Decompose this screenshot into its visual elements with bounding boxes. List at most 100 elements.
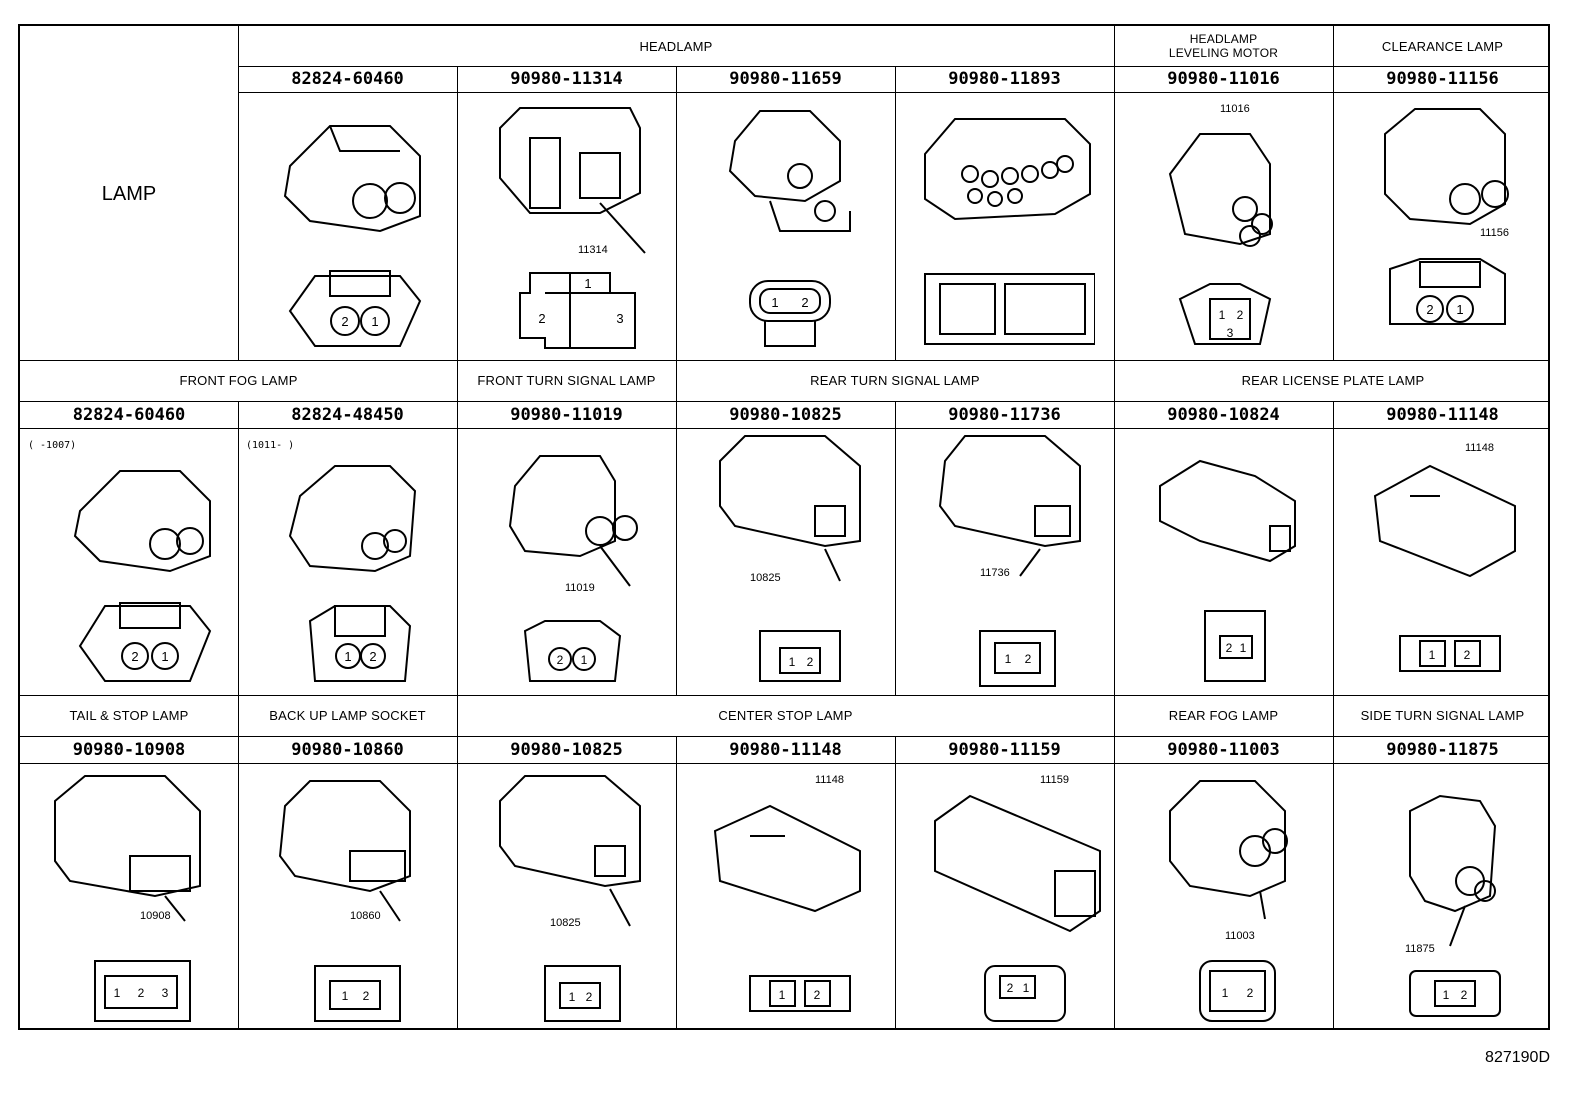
- pin-label: 2: [363, 989, 370, 1003]
- grid-line: [238, 695, 239, 1028]
- header-headlamp: HEADLAMP: [639, 38, 713, 54]
- part-number: 90980-11003: [1167, 739, 1280, 760]
- part-number: 90980-10860: [291, 739, 404, 760]
- pin-label: 2: [1025, 652, 1032, 666]
- connector-drawing: 11003 1 2: [1169, 780, 1288, 1022]
- connector-drawing: [924, 118, 1095, 345]
- connector-drawing: 11016 1 2 3: [1168, 103, 1273, 345]
- callout-label: 11156: [1480, 227, 1509, 239]
- grid-line: [238, 401, 239, 695]
- connector-drawing: 1 2: [728, 110, 851, 347]
- grid-line: [1114, 26, 1115, 360]
- connector-drawing: 11736 1 2: [938, 435, 1081, 687]
- grid-line: [895, 736, 896, 1028]
- callout-label: 11016: [1220, 103, 1250, 115]
- part-number: 90980-11156: [1386, 69, 1499, 89]
- header-back-up-lamp-socket: BACK UP LAMP SOCKET: [269, 708, 426, 723]
- pin-label: 1: [1240, 641, 1247, 655]
- connector-drawing: 11314 1 2 3: [499, 107, 646, 349]
- pin-label: 3: [1227, 326, 1234, 340]
- pin-label: 1: [114, 986, 121, 1000]
- pin-label: 2: [586, 990, 593, 1004]
- part-number: 90980-11148: [1386, 404, 1499, 425]
- pin-label: 2: [138, 986, 145, 1000]
- pin-label: 1: [344, 649, 351, 664]
- grid-line: [1333, 401, 1334, 695]
- header-rear-turn-signal-lamp: REAR TURN SIGNAL LAMP: [810, 373, 980, 388]
- pin-label: 1: [1456, 302, 1463, 317]
- callout-label: 11875: [1405, 943, 1435, 955]
- connector-drawing: 1 2: [288, 465, 417, 682]
- part-number: 90980-10908: [72, 739, 186, 760]
- grid-line: [457, 695, 458, 1028]
- connector-drawing: 2 1: [1159, 459, 1296, 682]
- part-number: 90980-11159: [948, 739, 1061, 760]
- date-note: (1011- ): [246, 440, 295, 451]
- connector-drawing: 11019 2 1: [508, 455, 638, 682]
- pin-label: 1: [569, 990, 576, 1004]
- grid-line: [20, 401, 1548, 402]
- pin-label: 1: [371, 314, 378, 329]
- pin-label: 1: [1219, 308, 1226, 322]
- grid-line: [676, 736, 677, 1028]
- header-headlamp-leveling-motor: HEADLAMP LEVELING MOTOR: [1168, 32, 1279, 60]
- callout-label: 10860: [350, 910, 381, 922]
- grid-line: [20, 763, 1548, 764]
- pin-label: 2: [341, 314, 348, 329]
- header-front-fog-lamp: FRONT FOG LAMP: [179, 373, 298, 388]
- callout-label: 10908: [140, 910, 171, 922]
- header-side-turn-signal-lamp: SIDE TURN SIGNAL LAMP: [1360, 708, 1525, 723]
- grid-line: [20, 360, 1548, 361]
- grid-line: [1114, 360, 1115, 695]
- connector-drawing: 2 1: [73, 470, 212, 682]
- pin-label: 2: [538, 311, 545, 326]
- part-number: 90980-11148: [729, 739, 842, 760]
- callout-label: 10825: [550, 917, 581, 929]
- grid-line: [1333, 26, 1334, 360]
- grid-line: [20, 736, 1548, 737]
- part-number: 90980-11736: [948, 404, 1061, 425]
- pin-label: 1: [161, 649, 168, 664]
- pin-label: 1: [789, 655, 796, 669]
- part-number: 82824-48450: [291, 404, 404, 425]
- connector-drawing: 10825 1 2: [719, 435, 861, 682]
- part-number: 90980-11659: [729, 69, 842, 89]
- callout-label: 11003: [1225, 930, 1255, 942]
- grid-line: [457, 360, 458, 695]
- header-front-turn-signal-lamp: FRONT TURN SIGNAL LAMP: [477, 373, 656, 388]
- grid-line: [1114, 695, 1115, 1028]
- grid-line: [676, 360, 677, 695]
- connector-drawing: 11156 2 1: [1384, 108, 1509, 325]
- grid-line: [238, 66, 1548, 67]
- pin-label: 2: [801, 295, 808, 310]
- connector-drawing: 10860 1 2: [278, 780, 411, 1022]
- pin-label: 1: [771, 295, 778, 310]
- grid-line: [457, 66, 458, 360]
- connector-diagram: LAMP HEADLAMP HEADLAMP LEVELING MOTOR CL…: [18, 24, 1550, 1030]
- header-center-stop-lamp: CENTER STOP LAMP: [718, 708, 853, 723]
- pin-label: 1: [1443, 988, 1450, 1002]
- pin-label: 2: [369, 649, 376, 664]
- callout-label: 11019: [565, 582, 595, 594]
- callout-label: 11148: [1465, 442, 1494, 454]
- pin-label: 1: [1005, 652, 1012, 666]
- pin-label: 2: [557, 653, 564, 667]
- grid-line: [20, 695, 1548, 696]
- grid-line: [238, 92, 1548, 93]
- part-number: 90980-10825: [510, 739, 623, 760]
- grid-line: [676, 66, 677, 360]
- part-number: 82824-60460: [72, 404, 186, 425]
- part-number: 90980-11875: [1386, 739, 1499, 760]
- callout-label: 11148: [815, 774, 844, 786]
- pin-label: 2: [1247, 986, 1254, 1000]
- callout-label: 10825: [750, 572, 781, 584]
- pin-label: 2: [1226, 641, 1233, 655]
- connector-drawing: 11148 1 2: [713, 774, 861, 1012]
- part-number: 90980-11893: [948, 69, 1061, 89]
- connector-drawing: 10908 1 2 3: [54, 775, 201, 1022]
- connector-drawing: 11875 1 2: [1405, 794, 1501, 1017]
- part-number: 90980-11016: [1167, 69, 1280, 89]
- date-note: ( -1007): [28, 440, 77, 451]
- pin-label: 2: [131, 649, 138, 664]
- grid-line: [895, 401, 896, 695]
